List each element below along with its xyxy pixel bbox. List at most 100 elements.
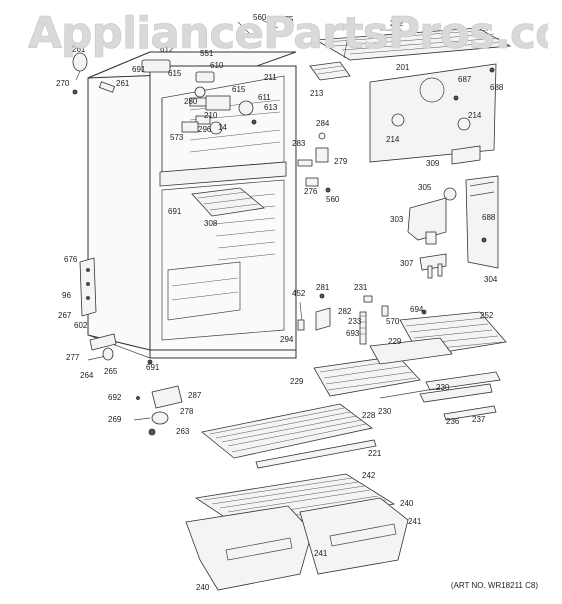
fan-305 [443,187,457,201]
wire-shelf-229 [313,337,453,397]
part-number-label: 229 [290,377,304,386]
part-number-label: 305 [418,183,432,192]
part-number-label: 560 [253,13,267,22]
part-number-label: 611 [258,93,271,102]
part-number-label: 687 [458,75,472,84]
top-cover-212 [314,27,512,61]
part-number-label: 277 [66,353,80,362]
part-number-label: 261 [72,45,86,54]
part-number-label: 241 [408,517,422,526]
part-number-label: 279 [334,157,348,166]
part-number-label: 240 [196,583,210,592]
part-number-label: 551 [200,49,214,58]
part-number-label: 278 [180,407,194,416]
hinge-bracket-left [79,257,97,317]
part-number-label: 242 [362,471,376,480]
part-number-label: 308 [204,219,218,228]
part-number-label: 573 [170,133,184,142]
part-number-label: 210 [204,111,218,120]
part-number-label: 676 [64,255,78,264]
part-number-label: 212 [390,19,404,28]
part-number-label: 560 [326,195,340,204]
part-number-label: 452 [292,289,306,298]
part-number-label: 307 [400,259,414,268]
part-number-label: 237 [472,415,486,424]
watermark: AppliancePartsPros.com [28,8,562,60]
part-number-label: 228 [362,411,376,420]
part-number-label: 602 [74,321,88,330]
part-number-label: 287 [188,391,202,400]
art-number: (ART NO. WR18211 C8) [450,581,538,590]
part-number-label: 229 [388,337,402,346]
glass-shelf-228 [201,403,373,459]
trim-bar-221 [255,439,377,469]
top-hinge-cluster [141,59,221,107]
part-number-label: 231 [354,283,368,292]
part-number-label: 263 [176,427,190,436]
part-number-label: 236 [446,417,460,426]
knob-270 [72,52,88,95]
part-number-label: 276 [304,187,318,196]
part-number-label: 294 [280,335,294,344]
part-number-label: 14 [218,123,227,132]
part-number-label: 270 [56,79,70,88]
part-number-label: 615 [232,85,246,94]
part-number-label: 283 [292,139,306,148]
part-number-label: 688 [482,213,496,222]
damper-parts [297,132,331,193]
part-number-label: 214 [386,135,400,144]
part-number-label: 694 [410,305,424,314]
part-number-label: 296 [198,125,212,134]
part-number-label: 230 [378,407,392,416]
part-number-label: 252 [480,311,494,320]
strip-236 [443,405,497,421]
fan-bracket-303 [407,197,447,245]
bracket-307 [419,253,447,279]
part-number-label: 688 [490,83,504,92]
part-number-label: 692 [108,393,122,402]
part-number-label: 275 [280,15,294,24]
part-number-label: 691 [146,363,160,372]
part-number-label: 613 [264,103,278,112]
air-duct-304 [465,175,499,269]
crisper-drawers-240 [185,497,409,591]
part-452 [297,319,305,331]
part-number-label: 691 [168,207,182,216]
control-cluster [181,95,257,135]
part-number-label: 269 [108,415,122,424]
watermark-text-svg: AppliancePartsPros.com [28,8,562,60]
part-number-label: 221 [368,449,382,458]
part-number-label: 201 [396,63,410,72]
freezer-shelf [191,187,265,217]
vent-213 [309,61,351,81]
part-number-label: 233 [348,317,362,326]
part-number-label: 303 [390,215,404,224]
part-number-label: 615 [168,69,182,78]
part-number-label: 282 [338,307,352,316]
rails-230 [379,371,501,403]
part-number-label: 612 [160,45,174,54]
part-number-label: 267 [58,311,72,320]
evaporator-cover-201 [369,63,497,163]
part-number-label: 240 [400,499,414,508]
part-number-label: 261 [116,79,130,88]
part-number-label: 213 [310,89,324,98]
leveling-parts [87,333,153,365]
shelf-support-parts [315,293,427,345]
part-number-label: 284 [316,119,330,128]
lower-hardware [133,385,183,436]
part-number-label: 280 [184,97,198,106]
part-number-label: 96 [62,291,71,300]
part-number-label: 214 [468,111,482,120]
part-number-label: 309 [426,159,440,168]
part-number-label: 281 [316,283,330,292]
label-309 [451,145,481,165]
part-number-label: 211 [264,73,277,82]
part-number-label: 693 [346,329,360,338]
part-number-label: 304 [484,275,498,284]
part-number-label: 265 [104,367,118,376]
hinge-pin-261 [98,81,116,93]
